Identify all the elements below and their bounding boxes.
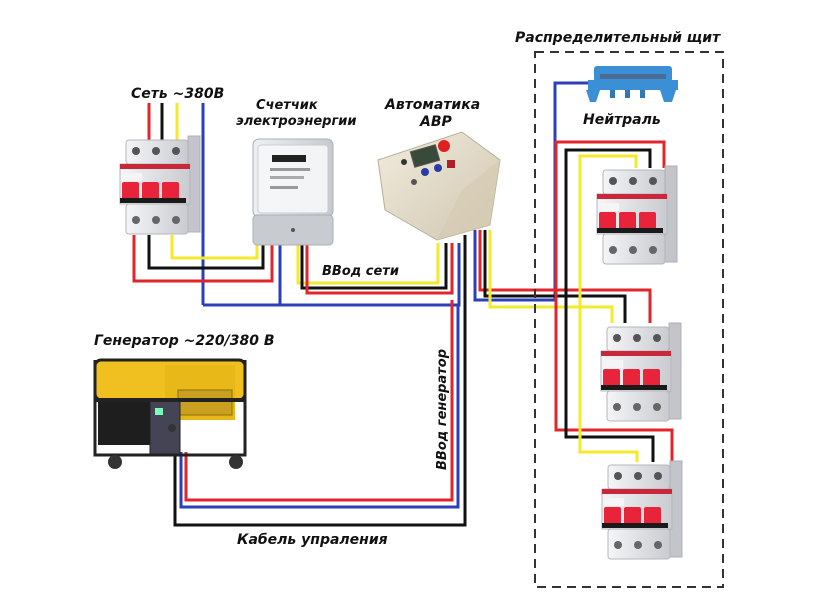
panel-bus-wires [554, 140, 674, 462]
neutral-label: Нейтраль [583, 112, 661, 128]
abp-automation-box [377, 131, 501, 241]
generator-label: Генератор ~220/380 В [94, 333, 275, 349]
abp-label-line1: Автоматика [384, 97, 480, 113]
abp-label-line2: АВР [419, 114, 453, 130]
grid-supply-wires [147, 103, 205, 305]
panel-label: Распределительный щит [515, 30, 721, 46]
panel-breaker-2 [600, 322, 682, 422]
abp-emergency-button [438, 140, 450, 152]
panel-breaker-3 [601, 460, 683, 560]
meter-label-line1: Счетчик [256, 98, 319, 113]
meter-display [272, 155, 306, 162]
neutral-bus-icon [586, 66, 678, 102]
generator [93, 358, 247, 469]
breaker-to-meter-wires [132, 235, 282, 307]
main-breaker [119, 135, 201, 235]
generator-input-label: ВВод генератор [435, 349, 450, 470]
meter-label-line2: электроэнергии [236, 114, 356, 129]
generator-input-wires [173, 235, 467, 527]
distribution-panel-border [534, 51, 724, 588]
grid-label: Сеть ~380В [131, 86, 224, 102]
control-cable-label: Кабель упраления [237, 532, 388, 548]
abp-display [409, 144, 441, 168]
panel-breaker-1 [596, 165, 678, 265]
grid-input-label: ВВод сети [322, 264, 399, 279]
electricity-meter [252, 138, 334, 246]
